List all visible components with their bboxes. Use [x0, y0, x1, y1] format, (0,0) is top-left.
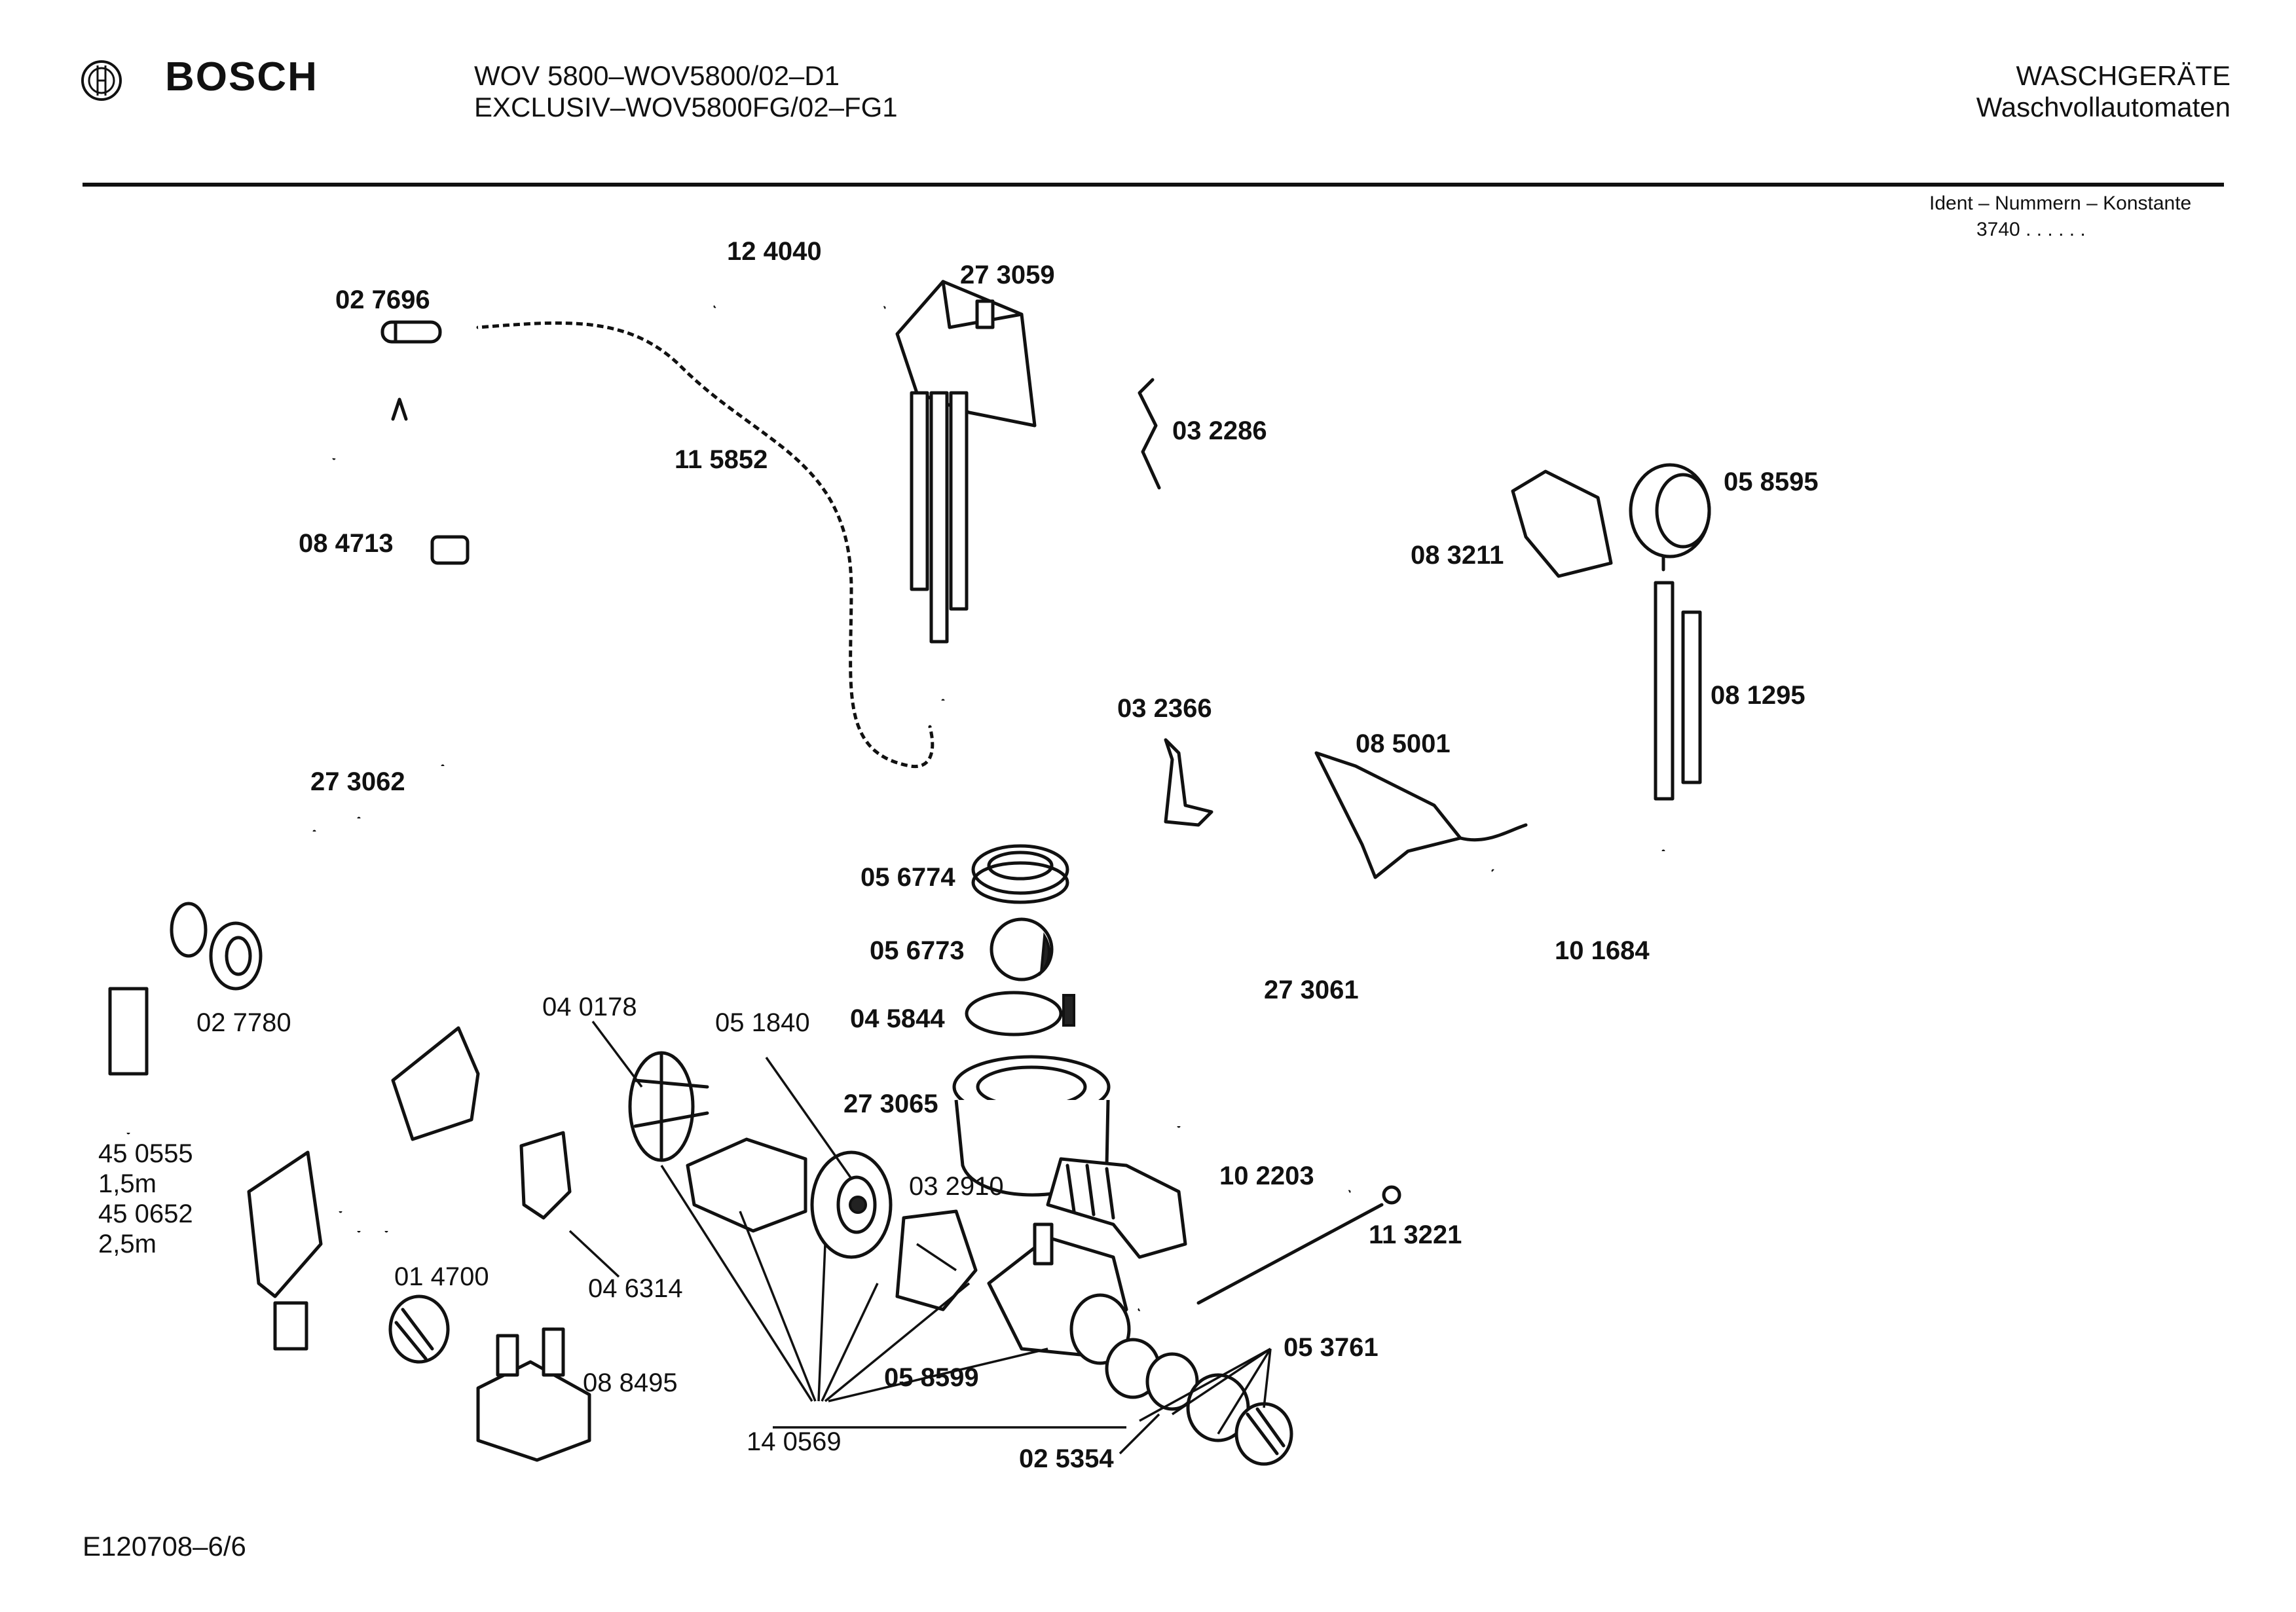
label-083211: 08 3211	[1411, 541, 1504, 570]
sensor-085001	[1314, 751, 1462, 879]
label-273061: 27 3061	[1264, 976, 1359, 1004]
nut-027780	[209, 921, 263, 991]
ident-value: 3740 . . . . . .	[1976, 219, 2086, 240]
category-line-1: WASCHGERÄTE	[2016, 60, 2231, 91]
label-032366: 03 2366	[1117, 694, 1212, 723]
holder-046314	[519, 1131, 572, 1220]
bracket-084713	[332, 397, 470, 565]
filter-014700	[388, 1294, 450, 1364]
label-102203: 10 2203	[1219, 1162, 1314, 1190]
label-056774: 05 6774	[861, 863, 955, 892]
model-line-2: EXCLUSIV–WOV5800FG/02–FG1	[474, 92, 898, 122]
label-084713: 08 4713	[299, 529, 394, 558]
label-273062: 27 3062	[310, 767, 405, 796]
label-115852: 11 5852	[675, 445, 768, 474]
label-053761: 05 3761	[1284, 1333, 1379, 1362]
label-273065: 27 3065	[843, 1090, 938, 1118]
label-032910: 03 2910	[909, 1172, 1004, 1201]
label-027696: 02 7696	[335, 285, 430, 314]
clamp-032366	[1164, 738, 1213, 827]
label-058599: 05 8599	[884, 1363, 979, 1392]
pipe-273061	[936, 699, 1238, 1128]
label-length-1-5m: 1,5m	[98, 1169, 157, 1198]
motor-block	[686, 1137, 807, 1233]
label-140569: 14 0569	[747, 1427, 842, 1456]
label-014700: 01 4700	[394, 1262, 489, 1291]
label-081295: 08 1295	[1711, 681, 1805, 710]
tube-081295	[1681, 610, 1702, 784]
bracket-083211	[1511, 469, 1613, 578]
label-450555: 45 0555	[98, 1139, 193, 1168]
label-040178: 04 0178	[542, 993, 637, 1021]
label-085001: 08 5001	[1356, 729, 1451, 758]
disc-051840	[810, 1150, 893, 1259]
leader-lines	[568, 1020, 1272, 1455]
label-032286: 03 2286	[1172, 416, 1267, 445]
label-051840: 05 1840	[715, 1008, 810, 1037]
corrugated-hose-115852	[476, 313, 942, 777]
cap-025354	[1234, 1402, 1293, 1466]
mounting-plate	[247, 1150, 323, 1298]
drain-hose-450555	[108, 902, 208, 1135]
label-046314: 04 6314	[588, 1274, 683, 1303]
label-045844: 04 5844	[850, 1004, 945, 1033]
pipe-bracket	[391, 1026, 480, 1141]
cover-032910	[895, 1209, 978, 1311]
sump-273065	[952, 1055, 1187, 1259]
model-line-1: WOV 5800–WOV5800/02–D1	[474, 60, 840, 91]
label-025354: 02 5354	[1019, 1444, 1114, 1473]
valve-088495	[476, 1327, 591, 1462]
label-058595: 05 8595	[1724, 467, 1819, 496]
pipes-273062	[308, 764, 449, 1233]
fan-040178	[628, 1051, 709, 1162]
label-088495: 08 8495	[583, 1368, 678, 1397]
connector-027696	[380, 320, 442, 344]
bosch-logo-icon	[81, 60, 122, 101]
header-divider	[83, 183, 2224, 187]
label-124040: 12 4040	[727, 237, 822, 266]
ring-045844	[965, 991, 1063, 1036]
document-id: E120708–6/6	[83, 1531, 246, 1562]
seal-056774	[971, 844, 1069, 904]
brand-name: BOSCH	[165, 54, 318, 100]
label-101684: 10 1684	[1555, 936, 1650, 965]
pressure-switch-058595	[1629, 463, 1711, 572]
pump-058599	[987, 1222, 1131, 1365]
label-length-2-5m: 2,5m	[98, 1230, 157, 1258]
dispenser-273059	[895, 280, 1037, 644]
label-273059: 27 3059	[960, 261, 1055, 289]
category-line-2: Waschvollautomaten	[1976, 92, 2231, 122]
label-027780: 02 7780	[196, 1008, 291, 1037]
probe-113221	[1196, 1203, 1384, 1305]
label-113221: 11 3221	[1369, 1220, 1462, 1249]
ball-056773	[990, 917, 1054, 981]
clip-032286	[1138, 378, 1161, 490]
label-056773: 05 6773	[870, 936, 965, 965]
label-450652: 45 0652	[98, 1200, 193, 1228]
ident-label: Ident – Nummern – Konstante	[1929, 192, 2192, 214]
